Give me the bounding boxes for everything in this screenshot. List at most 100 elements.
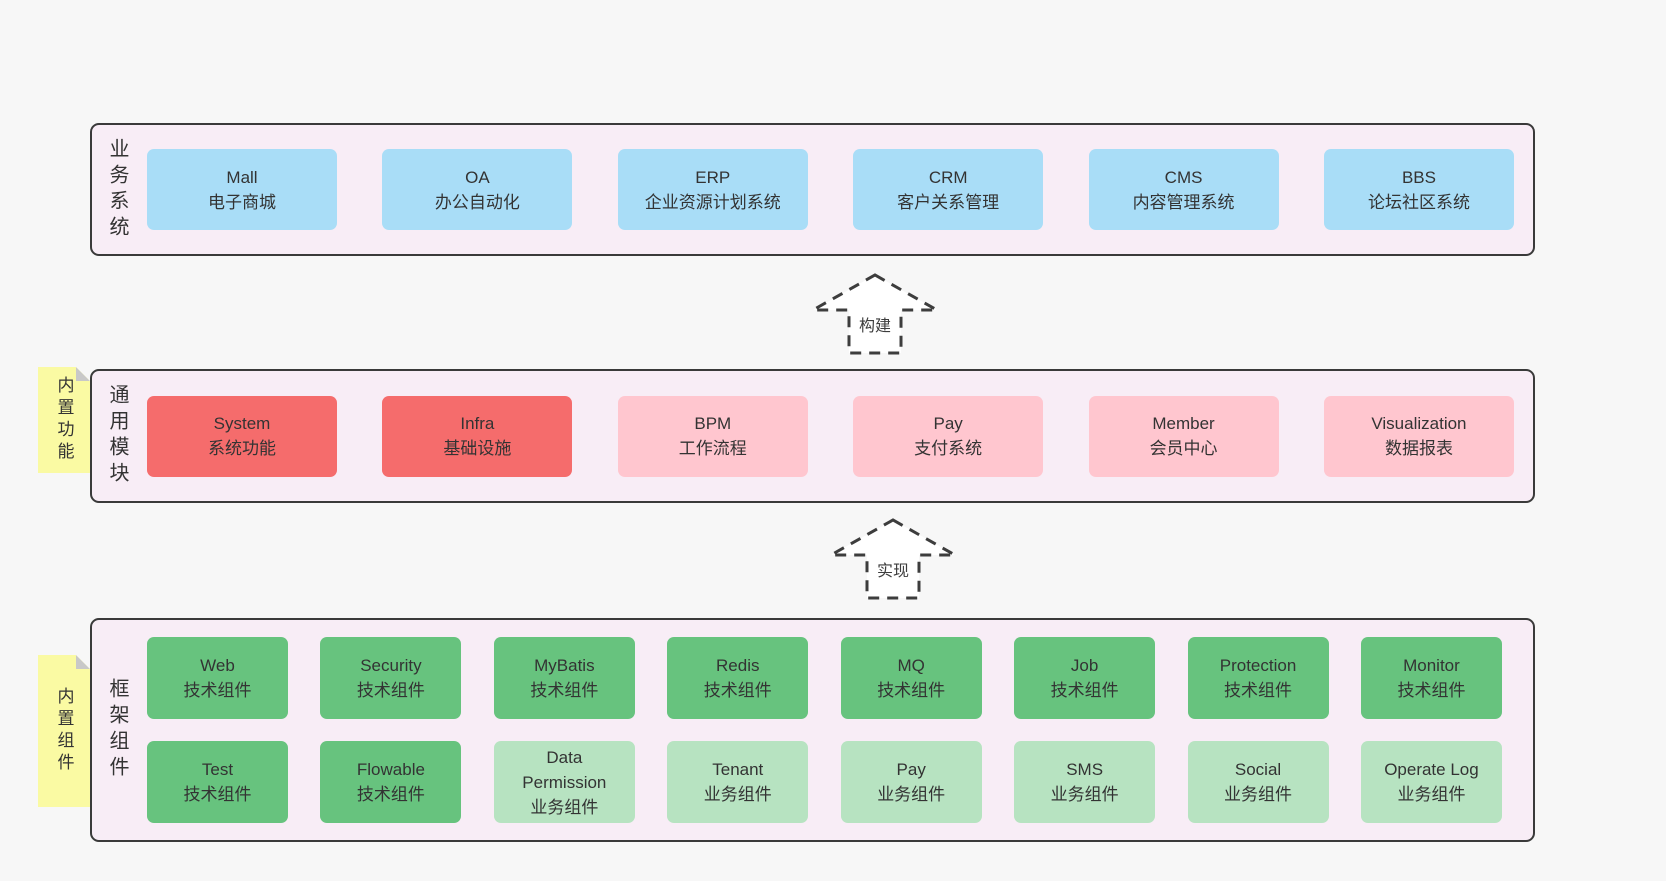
box-subtitle: 数据报表 bbox=[1384, 439, 1453, 458]
box-title: Redis bbox=[716, 656, 760, 675]
box-title: Protection bbox=[1219, 656, 1297, 675]
band-framework-components: 框架组件 Web 技术组件 Security 技术组件 MyBatis 技术组件… bbox=[90, 618, 1535, 842]
band-components-boxes: Web 技术组件 Security 技术组件 MyBatis 技术组件 Redi… bbox=[147, 620, 1502, 840]
box-subtitle: 技术组件 bbox=[356, 681, 425, 700]
box-redis: Redis 技术组件 bbox=[667, 637, 809, 719]
sticky-label: 内置组件 bbox=[54, 687, 74, 775]
arrow-implement-label: 实现 bbox=[873, 557, 913, 581]
box-oa: OA 办公自动化 bbox=[382, 149, 573, 230]
arrow-build: 构建 bbox=[810, 272, 940, 356]
band-business-label: 业务系统 bbox=[106, 137, 128, 242]
box-subtitle: 技术组件 bbox=[183, 785, 252, 804]
box-subtitle: 业务组件 bbox=[1050, 785, 1119, 804]
box-subtitle: 工作流程 bbox=[678, 439, 747, 458]
box-subtitle: 技术组件 bbox=[183, 681, 252, 700]
box-subtitle: 系统功能 bbox=[208, 439, 276, 458]
box-monitor: Monitor 技术组件 bbox=[1360, 637, 1502, 719]
box-data-permission: Data Permission 业务组件 bbox=[493, 741, 635, 823]
box-bbs: BBS 论坛社区系统 bbox=[1323, 149, 1514, 230]
band-business-boxes: Mall 电子商城 OA 办公自动化 ERP 企业资源计划系统 CRM 客户关系… bbox=[147, 125, 1514, 254]
box-subtitle: 论坛社区系统 bbox=[1367, 192, 1470, 212]
box-system: System 系统功能 bbox=[147, 395, 337, 477]
box-title: Social bbox=[1234, 760, 1282, 779]
box-subtitle: 技术组件 bbox=[356, 785, 425, 804]
box-subtitle: 电子商城 bbox=[208, 192, 276, 212]
box-erp: ERP 企业资源计划系统 bbox=[617, 149, 808, 230]
box-subtitle: 技术组件 bbox=[530, 681, 599, 700]
box-subtitle: 业务组件 bbox=[877, 785, 946, 804]
box-subtitle: 技术组件 bbox=[877, 681, 946, 700]
box-title: Pay bbox=[933, 414, 963, 433]
box-title: System bbox=[213, 414, 271, 433]
sticky-label: 内置功能 bbox=[54, 376, 74, 464]
box-subtitle: 内容管理系统 bbox=[1132, 192, 1235, 212]
box-subtitle: 办公自动化 bbox=[434, 192, 520, 212]
box-operate-log: Operate Log 业务组件 bbox=[1360, 741, 1502, 823]
arrow-build-label: 构建 bbox=[855, 312, 895, 336]
box-subtitle: 基础设施 bbox=[443, 439, 512, 458]
box-flowable: Flowable 技术组件 bbox=[320, 741, 462, 823]
box-title: BPM bbox=[694, 414, 732, 433]
box-title: Tenant bbox=[712, 760, 764, 779]
box-subtitle: 业务组件 bbox=[1224, 785, 1293, 804]
box-crm: CRM 客户关系管理 bbox=[853, 149, 1044, 230]
box-title: SMS bbox=[1066, 760, 1104, 779]
box-subtitle: 支付系统 bbox=[914, 439, 983, 458]
box-mall: Mall 电子商城 bbox=[147, 149, 337, 230]
box-security: Security 技术组件 bbox=[320, 637, 462, 719]
box-title: Mall bbox=[226, 167, 258, 187]
components-row-1: Web 技术组件 Security 技术组件 MyBatis 技术组件 Redi… bbox=[147, 637, 1502, 719]
box-title: BBS bbox=[1401, 167, 1436, 187]
box-bpm: BPM 工作流程 bbox=[617, 395, 808, 477]
box-cms: CMS 内容管理系统 bbox=[1088, 149, 1279, 230]
components-row-2: Test 技术组件 Flowable 技术组件 Data Permission … bbox=[147, 741, 1502, 823]
sticky-built-in-features: 内置功能 bbox=[38, 367, 90, 473]
box-title: OA bbox=[465, 167, 490, 187]
box-title: MQ bbox=[897, 656, 925, 675]
box-title: Infra bbox=[460, 414, 495, 433]
band-components-label: 框架组件 bbox=[106, 678, 128, 782]
box-title: ERP bbox=[695, 167, 731, 187]
box-title: Flowable bbox=[356, 760, 425, 779]
box-title: CRM bbox=[928, 167, 968, 187]
arrow-implement: 实现 bbox=[828, 517, 958, 601]
box-social: Social 业务组件 bbox=[1187, 741, 1329, 823]
box-pay-business: Pay 业务组件 bbox=[840, 741, 982, 823]
box-title: Job bbox=[1070, 656, 1099, 675]
box-sms: SMS 业务组件 bbox=[1014, 741, 1156, 823]
box-title: Member bbox=[1152, 414, 1215, 433]
box-title: Monitor bbox=[1403, 656, 1460, 675]
box-subtitle: 客户关系管理 bbox=[897, 192, 1000, 212]
box-title: Web bbox=[200, 656, 235, 675]
box-protection: Protection 技术组件 bbox=[1187, 637, 1329, 719]
box-title: Security bbox=[360, 656, 422, 675]
band-business-systems: 业务系统 Mall 电子商城 OA 办公自动化 ERP 企业资源计划系统 CRM… bbox=[90, 123, 1535, 256]
box-test: Test 技术组件 bbox=[147, 741, 288, 823]
box-title: Test bbox=[201, 760, 234, 779]
box-subtitle: 企业资源计划系统 bbox=[644, 192, 781, 212]
box-subtitle: 业务组件 bbox=[703, 785, 772, 804]
box-subtitle: 技术组件 bbox=[1050, 681, 1119, 700]
box-visualization: Visualization 数据报表 bbox=[1323, 395, 1514, 477]
box-title: Data Permission bbox=[522, 747, 607, 792]
box-title: Visualization bbox=[1371, 414, 1467, 433]
box-title: Pay bbox=[896, 760, 926, 779]
box-subtitle: 技术组件 bbox=[703, 681, 772, 700]
box-mq: MQ 技术组件 bbox=[840, 637, 982, 719]
sticky-fold-icon bbox=[76, 367, 90, 381]
band-common-modules: 通用模块 System 系统功能 Infra 基础设施 BPM 工作流程 Pay… bbox=[90, 369, 1535, 503]
band-modules-label: 通用模块 bbox=[106, 384, 128, 488]
box-mybatis: MyBatis 技术组件 bbox=[493, 637, 635, 719]
box-web: Web 技术组件 bbox=[147, 637, 288, 719]
sticky-fold-icon bbox=[76, 655, 90, 669]
box-title: MyBatis bbox=[534, 656, 595, 675]
box-member: Member 会员中心 bbox=[1088, 395, 1279, 477]
box-subtitle: 技术组件 bbox=[1224, 681, 1293, 700]
band-modules-boxes: System 系统功能 Infra 基础设施 BPM 工作流程 Pay 支付系统… bbox=[147, 371, 1514, 501]
box-subtitle: 技术组件 bbox=[1397, 681, 1466, 700]
box-subtitle: 业务组件 bbox=[530, 797, 599, 817]
box-job: Job 技术组件 bbox=[1014, 637, 1156, 719]
box-subtitle: 会员中心 bbox=[1149, 439, 1218, 458]
box-infra: Infra 基础设施 bbox=[382, 395, 573, 477]
